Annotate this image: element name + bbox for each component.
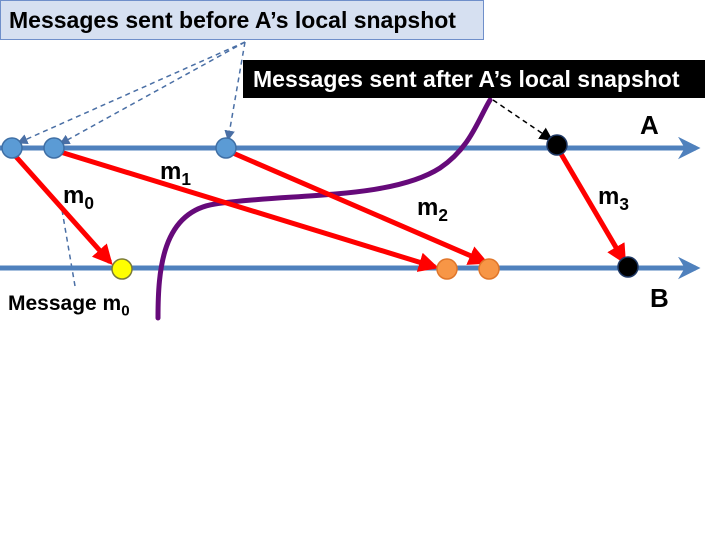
- m2-base: m: [417, 194, 439, 221]
- m0-label-pointer: [61, 209, 76, 287]
- m1-sub: 1: [181, 169, 191, 190]
- event-a-3: [215, 137, 237, 159]
- callout-before-snapshot: Messages sent before A’s local snapshot: [0, 0, 484, 40]
- message-m3-arrow: [554, 145, 627, 265]
- m3-base: m: [598, 183, 620, 210]
- after-callout-pointer: [492, 99, 554, 141]
- callout-after-text: Messages sent after A’s local snapshot: [253, 66, 680, 92]
- m3-sub: 3: [619, 194, 629, 215]
- m0-base: m: [63, 182, 85, 209]
- message-m2-label: m2: [417, 194, 448, 226]
- caption-prefix: Message m: [8, 292, 122, 315]
- before-pointer-1: [17, 41, 246, 144]
- message-m3-label: m3: [598, 183, 629, 215]
- event-a-2: [43, 137, 65, 159]
- m0-sub: 0: [84, 193, 94, 214]
- event-b-orange-1: [436, 258, 458, 280]
- message-m1-arrow: [53, 147, 439, 272]
- event-b-m3-receive: [617, 256, 639, 278]
- m2-sub: 2: [438, 205, 448, 226]
- caption-sub: 0: [121, 302, 130, 320]
- message-m0-label: m0: [63, 182, 94, 214]
- event-b-m0-receive: [111, 258, 133, 280]
- message-m2-arrow: [225, 147, 489, 265]
- before-pointer-2: [59, 41, 246, 145]
- event-a-snapshot-after: [546, 134, 568, 156]
- message-m0-arrow: [8, 148, 113, 265]
- message-m1-label: m1: [160, 158, 191, 190]
- callout-after-snapshot: Messages sent after A’s local snapshot: [243, 60, 705, 98]
- process-a-label: A: [640, 110, 659, 140]
- message-m0-caption: Message m0: [8, 292, 130, 319]
- m1-base: m: [160, 158, 182, 185]
- callout-before-text: Messages sent before A’s local snapshot: [9, 7, 456, 33]
- process-b-label: B: [650, 283, 669, 313]
- before-pointer-3: [224, 41, 246, 142]
- snapshot-cut-line: [155, 97, 493, 321]
- before-callout-pointers: [17, 41, 246, 287]
- event-b-orange-2: [478, 258, 500, 280]
- event-a-1: [1, 137, 23, 159]
